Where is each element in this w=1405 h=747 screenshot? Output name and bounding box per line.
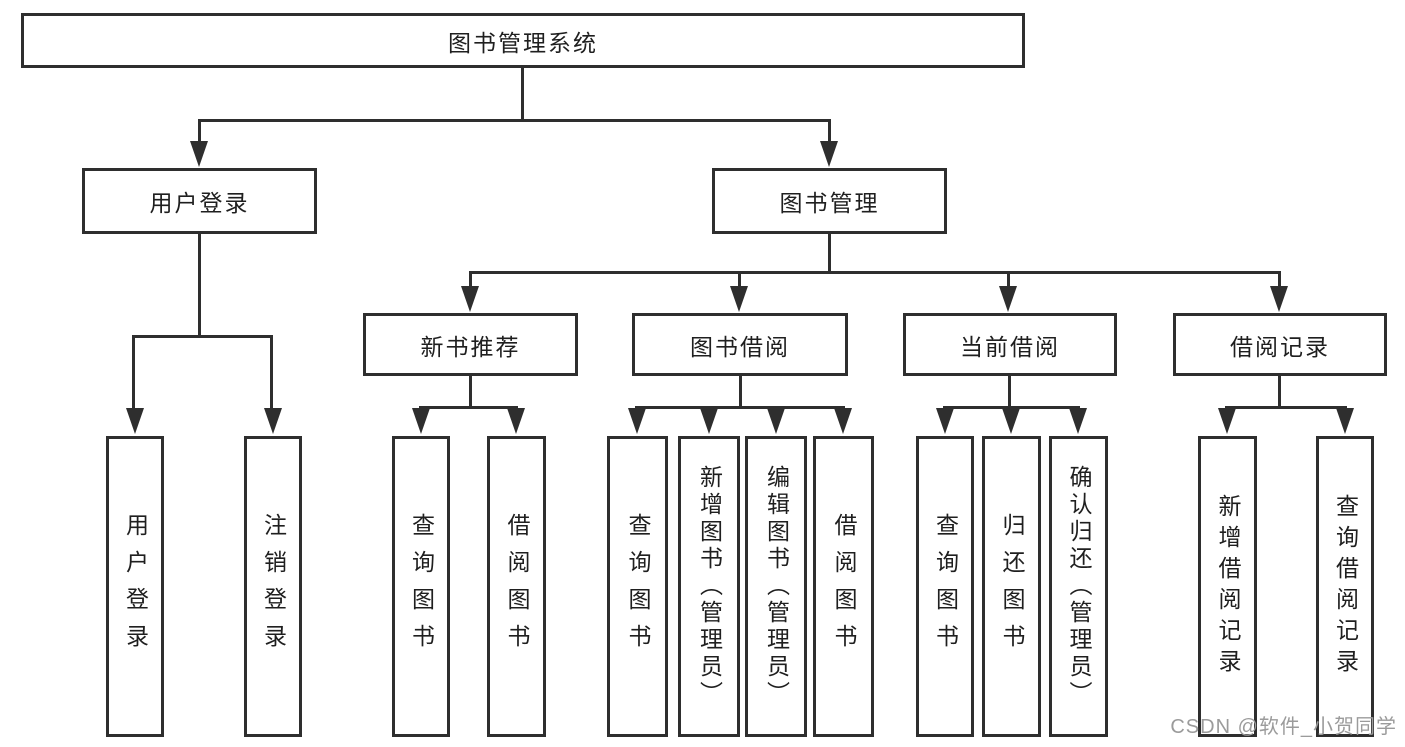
connector-stem xyxy=(1008,375,1011,408)
connector-arm-user-login xyxy=(198,119,201,143)
connector-arm-leaf xyxy=(270,335,273,410)
connector-sub-bar xyxy=(635,406,845,409)
leaf-label: 编辑图书（管理员） xyxy=(763,465,790,708)
node-borrowing-records: 借阅记录 xyxy=(1173,313,1387,376)
arrow-down-icon xyxy=(628,408,646,434)
leaf-confirm-return-admin: 确认归还（管理员） xyxy=(1049,436,1108,737)
connector-level2-bar xyxy=(469,271,1281,274)
leaf-label: 查询图书 xyxy=(408,512,435,661)
leaf-return-books: 归还图书 xyxy=(982,436,1041,737)
connector-user-login-stem xyxy=(198,233,201,338)
leaf-label: 借阅图书 xyxy=(504,512,530,661)
arrow-down-icon xyxy=(936,408,954,434)
arrow-down-icon xyxy=(264,408,282,434)
arrow-down-icon xyxy=(412,408,430,434)
arrow-down-icon xyxy=(461,286,479,312)
arrow-down-icon xyxy=(1218,408,1236,434)
leaf-edit-book-admin: 编辑图书（管理员） xyxy=(745,436,807,737)
connector-stem xyxy=(1278,375,1281,408)
node-label: 用户登录 xyxy=(149,190,250,216)
leaf-add-book-admin: 新增图书（管理员） xyxy=(678,436,740,737)
connector-sub-bar xyxy=(943,406,1080,409)
arrow-down-icon xyxy=(1336,408,1354,434)
node-book-borrowing: 图书借阅 xyxy=(632,313,848,376)
node-label: 借阅记录 xyxy=(1230,333,1330,360)
leaf-query-books-recommend: 查询图书 xyxy=(392,436,450,737)
leaf-label: 新增借阅记录 xyxy=(1215,493,1241,680)
node-label: 图书借阅 xyxy=(690,333,790,360)
leaf-label: 确认归还（管理员） xyxy=(1066,465,1092,708)
connector-book-management-stem xyxy=(828,233,831,274)
watermark: CSDN @软件_小贺同学 xyxy=(1170,716,1397,738)
connector-stem xyxy=(469,375,472,408)
node-new-book-recommendation: 新书推荐 xyxy=(363,313,578,376)
connector-arm-borrow-records xyxy=(1278,271,1281,287)
leaf-logout: 注销登录 xyxy=(244,436,302,737)
node-book-management: 图书管理 xyxy=(712,168,947,234)
node-label: 图书管理系统 xyxy=(448,29,598,56)
leaf-user-login: 用户登录 xyxy=(106,436,164,737)
leaf-borrow-books-borrowing: 借阅图书 xyxy=(813,436,874,737)
arrow-down-icon xyxy=(999,286,1017,312)
arrow-down-icon xyxy=(190,141,208,167)
leaf-query-borrow-record: 查询借阅记录 xyxy=(1316,436,1374,737)
leaf-label: 归还图书 xyxy=(999,512,1025,661)
node-label: 图书管理 xyxy=(779,190,880,216)
arrow-down-icon xyxy=(700,408,718,434)
connector-sub-bar xyxy=(1225,406,1347,409)
connector-user-login-bar xyxy=(132,335,273,338)
arrow-down-icon xyxy=(767,408,785,434)
node-library-management-system: 图书管理系统 xyxy=(21,13,1025,68)
connector-root-stem xyxy=(521,68,524,122)
connector-arm-book-borrow xyxy=(738,271,741,287)
connector-arm-new-book xyxy=(469,271,472,287)
arrow-down-icon xyxy=(1270,286,1288,312)
connector-arm-book-management xyxy=(828,119,831,143)
leaf-label: 借阅图书 xyxy=(831,512,857,661)
arrow-down-icon xyxy=(1069,408,1087,434)
arrow-down-icon xyxy=(126,408,144,434)
leaf-label: 查询图书 xyxy=(625,512,651,661)
connector-level1-bar xyxy=(198,119,831,122)
leaf-label: 新增图书（管理员） xyxy=(696,465,723,708)
node-user-login: 用户登录 xyxy=(82,168,317,234)
leaf-label: 注销登录 xyxy=(260,512,287,661)
leaf-label: 查询借阅记录 xyxy=(1332,493,1359,680)
connector-sub-bar xyxy=(419,406,518,409)
arrow-down-icon xyxy=(834,408,852,434)
node-current-borrowing: 当前借阅 xyxy=(903,313,1117,376)
leaf-query-books-borrowing: 查询图书 xyxy=(607,436,668,737)
arrow-down-icon xyxy=(507,408,525,434)
node-label: 新书推荐 xyxy=(420,333,521,360)
leaf-label: 查询图书 xyxy=(932,512,959,661)
arrow-down-icon xyxy=(820,141,838,167)
node-label: 当前借阅 xyxy=(960,333,1060,360)
leaf-query-books-current: 查询图书 xyxy=(916,436,974,737)
connector-stem xyxy=(739,375,742,408)
leaf-borrow-books-recommend: 借阅图书 xyxy=(487,436,546,737)
connector-arm-leaf xyxy=(132,335,135,410)
connector-arm-current-borrow xyxy=(1007,271,1010,287)
leaf-label: 用户登录 xyxy=(122,512,149,661)
leaf-add-borrow-record: 新增借阅记录 xyxy=(1198,436,1257,737)
arrow-down-icon xyxy=(1002,408,1020,434)
arrow-down-icon xyxy=(730,286,748,312)
